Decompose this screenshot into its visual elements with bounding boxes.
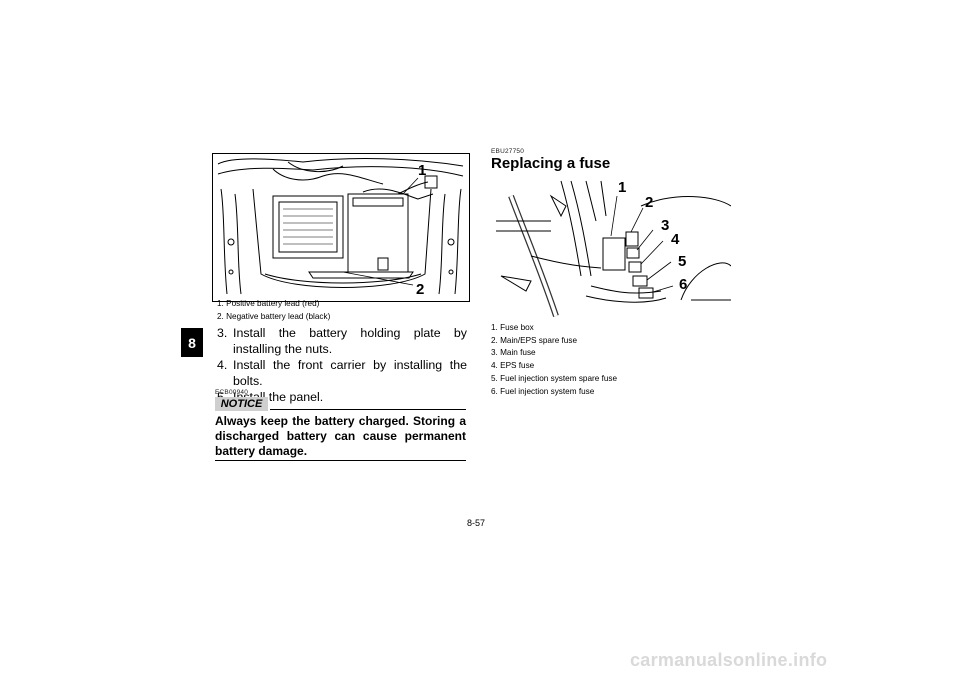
left-captions: 1. Positive battery lead (red) 2. Negati… <box>217 297 330 323</box>
step-item: 3. Install the battery holding plate by … <box>217 326 467 357</box>
notice-header: NOTICE <box>215 397 466 411</box>
step-list: 3. Install the battery holding plate by … <box>217 326 467 407</box>
notice-text: Always keep the battery charged. Storing… <box>215 414 466 458</box>
notice-code: ECB00940 <box>215 389 249 396</box>
page-number: 8-57 <box>467 518 486 528</box>
chapter-tab: 8 <box>181 328 203 357</box>
caption-item: 4. EPS fuse <box>491 361 535 371</box>
notice-badge: NOTICE <box>215 397 268 411</box>
callout-label: 4 <box>671 231 680 248</box>
divider <box>215 460 466 461</box>
callout-label: 5 <box>678 253 687 270</box>
battery-figure: 1 2 <box>212 153 470 302</box>
callout-label: 2 <box>645 194 654 211</box>
watermark: carmanualsonline.info <box>630 650 828 670</box>
step-number: 3. <box>217 326 228 340</box>
fuse-figure: 1 2 3 4 5 6 <box>491 176 731 320</box>
section-code: EBU27750 <box>491 148 525 155</box>
callout-label: 2 <box>416 281 425 298</box>
step-number: 4. <box>217 358 228 372</box>
caption-item: 3. Main fuse <box>491 348 536 358</box>
callout-label: 1 <box>418 162 427 179</box>
fuse-illustration <box>496 180 731 317</box>
divider <box>270 409 466 410</box>
caption-item: 6. Fuel injection system fuse <box>491 386 595 396</box>
callout-label: 1 <box>618 179 627 196</box>
battery-illustration <box>217 158 464 295</box>
step-text: Install the front carrier by installing … <box>233 358 467 388</box>
caption-item: 2. Main/EPS spare fuse <box>491 335 578 345</box>
callout-label: 3 <box>661 217 670 234</box>
step-text: Install the battery holding plate by ins… <box>233 326 467 356</box>
right-captions: 1. Fuse box 2. Main/EPS spare fuse 3. Ma… <box>491 322 617 398</box>
caption-item: 1. Positive battery lead (red) <box>217 299 320 308</box>
caption-item: 5. Fuel injection system spare fuse <box>491 373 618 383</box>
step-item: 4. Install the front carrier by installi… <box>217 358 467 389</box>
callout-label: 6 <box>679 276 688 293</box>
caption-item: 2. Negative battery lead (black) <box>217 312 331 321</box>
section-title: Replacing a fuse <box>491 155 611 172</box>
caption-item: 1. Fuse box <box>491 323 534 332</box>
